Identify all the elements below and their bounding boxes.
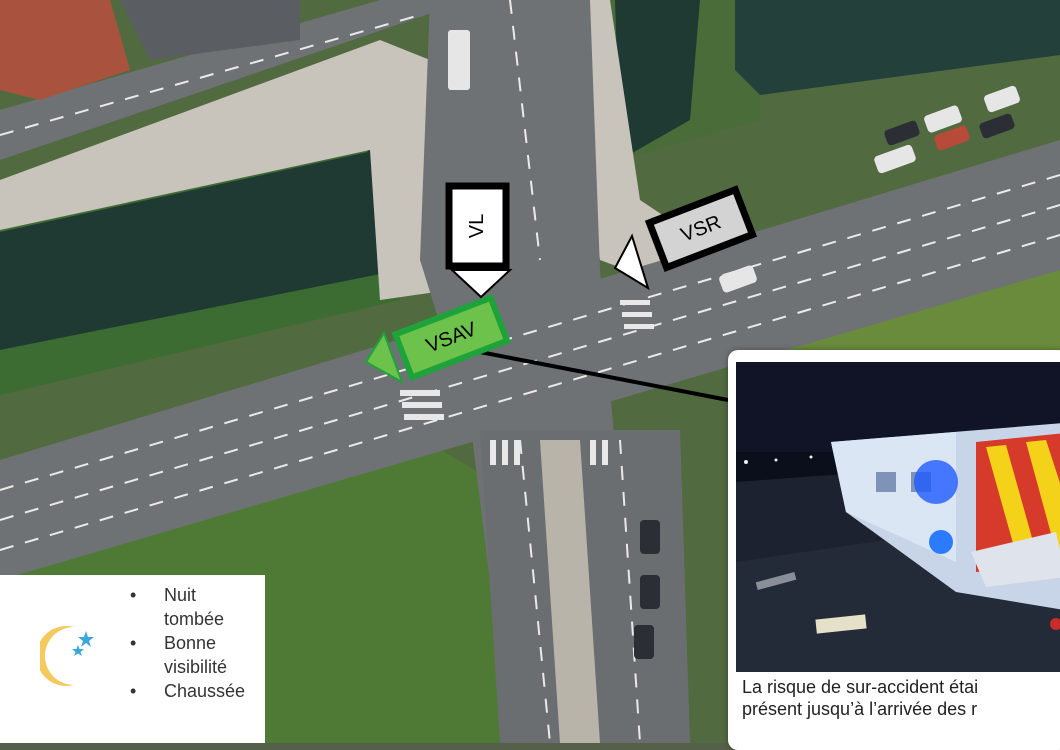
caption-line2: présent jusqu’à l’arrivée des r [742,699,978,719]
condition-line1: Nuit [164,585,197,605]
moon-stars-icon [40,626,94,686]
vehicle-vsr-arrow [613,233,650,291]
overturned-ambulance-photo [736,362,1060,672]
vehicle-vsav: VSAV [364,293,512,385]
vehicle-vsr: VSR [613,185,758,291]
canal-north [615,0,700,160]
caption-line1: La risque de sur-accident étai [742,677,979,697]
condition-item: •Chaussée [130,681,246,701]
condition-line2: tombée [164,609,225,629]
vehicle-vsav-arrow [364,330,404,385]
photo-card: La risque de sur-accident étai présent j… [728,350,1060,750]
vehicle-vl: VL [445,182,513,299]
vehicle-vl-label: VL [466,214,488,238]
condition-line1: Chaussée [164,681,246,701]
photo-caption: La risque de sur-accident étai présent j… [742,676,1060,720]
connector-line [479,350,729,402]
vehicle-vl-arrow [449,269,513,299]
condition-line2: visibilité [164,657,228,677]
condition-line1: Bonne [164,633,217,653]
